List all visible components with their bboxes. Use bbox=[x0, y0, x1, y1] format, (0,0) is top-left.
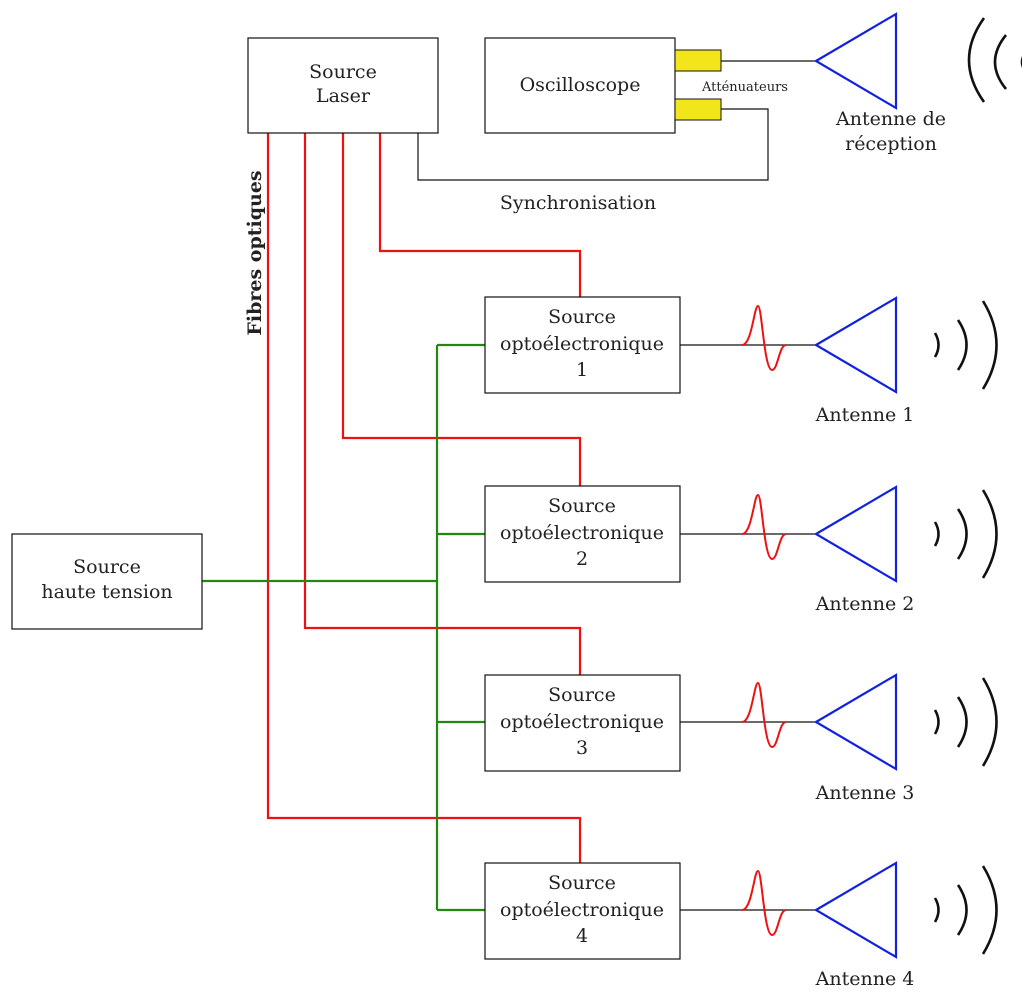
antenna-icon-4 bbox=[813, 861, 898, 959]
antenna-label-4: Antenne 4 bbox=[815, 968, 915, 990]
fiber-3 bbox=[303, 133, 582, 675]
laser-source-box bbox=[247, 37, 439, 134]
hv-source-line1: Source bbox=[73, 556, 141, 578]
opto-source-1-line2: optoélectronique bbox=[500, 333, 664, 355]
opto-source-4-line3: 4 bbox=[576, 925, 588, 947]
pulse-waveform-icon-1 bbox=[741, 304, 787, 372]
hv-source-box bbox=[11, 533, 203, 630]
opto-source-box-2 bbox=[484, 485, 681, 583]
antenna-icon-2 bbox=[813, 485, 898, 583]
opto-source-3-line2: optoélectronique bbox=[500, 711, 664, 733]
antenna-label-1: Antenne 1 bbox=[815, 404, 915, 426]
opto-source-box-1 bbox=[484, 296, 681, 394]
opto-source-2-line1: Source bbox=[548, 495, 616, 517]
fiber-4 bbox=[266, 133, 582, 863]
emitter-chain-2: Source optoélectronique 2 Antenne 2 bbox=[484, 485, 998, 615]
attenuators-label: Atténuateurs bbox=[701, 80, 788, 95]
antenna-icon-1 bbox=[813, 296, 898, 394]
sync-label: Synchronisation bbox=[500, 192, 656, 214]
opto-source-box-3 bbox=[484, 674, 681, 772]
pulse-waveform-icon-2 bbox=[741, 493, 787, 561]
pulse-waveform-icon-3 bbox=[741, 681, 787, 749]
emitter-chain-4: Source optoélectronique 4 Antenne 4 bbox=[484, 861, 998, 990]
emitter-chain-3: Source optoélectronique 3 Antenne 3 bbox=[484, 673, 998, 804]
fibers-label: Fibres optiques bbox=[244, 170, 266, 335]
emitter-chain-1: Source optoélectronique 1 Antenne 1 bbox=[484, 296, 998, 426]
opto-source-1-line1: Source bbox=[548, 306, 616, 328]
optical-fibers bbox=[266, 133, 582, 863]
hv-bus bbox=[202, 343, 485, 912]
opto-source-3-line3: 3 bbox=[576, 737, 588, 759]
opto-source-1-line3: 1 bbox=[576, 359, 588, 381]
opto-source-4-line2: optoélectronique bbox=[500, 899, 664, 921]
opto-source-box-4 bbox=[484, 862, 681, 960]
rx-antenna-label-line2: réception bbox=[845, 133, 937, 155]
emission-wave-icon-2 bbox=[933, 489, 998, 579]
incoming-wave-icon bbox=[967, 17, 1022, 103]
fiber-1 bbox=[378, 133, 582, 297]
emission-wave-icon-4 bbox=[933, 865, 998, 955]
emission-wave-icon-3 bbox=[933, 677, 998, 767]
antenna-label-2: Antenne 2 bbox=[815, 593, 915, 615]
hv-source-line2: haute tension bbox=[41, 581, 172, 603]
opto-source-2-line2: optoélectronique bbox=[500, 522, 664, 544]
emission-wave-icon-1 bbox=[933, 300, 998, 390]
opto-source-2-line3: 2 bbox=[576, 548, 588, 570]
fiber-2 bbox=[341, 133, 582, 486]
antenna-label-3: Antenne 3 bbox=[815, 782, 915, 804]
rx-antenna-label-line1: Antenne de bbox=[835, 108, 946, 130]
opto-source-3-line1: Source bbox=[548, 684, 616, 706]
attenuator-top bbox=[674, 49, 722, 72]
attenuator-bottom bbox=[674, 98, 722, 121]
oscilloscope-box bbox=[484, 37, 676, 134]
sync-wire bbox=[417, 108, 769, 181]
laser-source-line1: Source bbox=[309, 61, 377, 83]
pulse-waveform-icon-4 bbox=[741, 869, 787, 937]
rx-antenna-icon bbox=[813, 12, 898, 110]
oscilloscope-label: Oscilloscope bbox=[520, 74, 641, 96]
antenna-icon-3 bbox=[813, 673, 898, 771]
laser-source-line2: Laser bbox=[316, 85, 371, 107]
opto-source-4-line1: Source bbox=[548, 872, 616, 894]
